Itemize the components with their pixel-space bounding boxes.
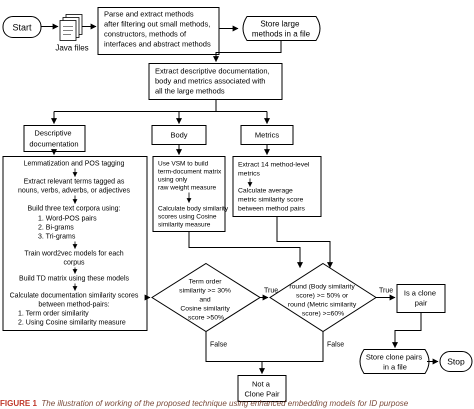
edge-clone-to-store [392, 312, 422, 349]
edge-decision1-false [205, 331, 265, 375]
edge-body-to-decision2 [188, 231, 303, 269]
metrics-header-text: Metrics [255, 131, 279, 140]
body-detail-text: Use VSM to build term-document matrix us… [158, 161, 230, 229]
figure-caption: FIGURE 1 The illustration of working of … [0, 398, 474, 409]
parse-methods-text: Parse and extract methods after filterin… [104, 10, 212, 49]
store-clone-pairs-text: Store clone pairs in a file [366, 353, 424, 372]
clone-pair-text: Is a clone pair [404, 289, 438, 308]
figure-caption-label: FIGURE 1 [0, 399, 37, 408]
edge-metrics-to-decision2 [276, 216, 333, 269]
doc-header-text: Descriptive documentation [29, 129, 78, 149]
decision-body-metric-similarity-text: round (Body similarity score) >= 50% or … [288, 284, 358, 318]
edge-label-false-2: False [327, 342, 344, 349]
decision-doc-similarity-text: Term order similarity >= 30% and Cosine … [179, 279, 233, 322]
edge-label-true-1: True [264, 288, 278, 295]
edge-store-to-extract [213, 40, 282, 63]
doc-detail-text: Lemmatization and POS tagging Extract re… [10, 161, 141, 327]
not-clone-pair-box [237, 375, 287, 402]
java-files-label: Java files [55, 44, 88, 53]
stop-label: Stop [447, 357, 465, 367]
store-large-methods-text: Store large methods in a file [252, 20, 311, 39]
edge-decision2-false [262, 331, 324, 362]
java-files-icon [59, 14, 83, 41]
stop-terminator [439, 351, 473, 372]
store-large-methods-shape [242, 16, 321, 41]
store-clone-pairs-shape [359, 349, 430, 374]
figure-caption-text: The illustration of working of the propo… [41, 399, 409, 408]
not-clone-pair-text: Not a Clone Pair [244, 380, 280, 399]
extract-text: Extract descriptive documentation, body … [155, 67, 272, 96]
metrics-detail-text: Extract 14 method-level metrics Calculat… [238, 162, 311, 213]
connectors [41, 23, 439, 375]
extract-box [148, 63, 283, 100]
parse-methods-box [97, 7, 220, 55]
clone-pair-box [396, 284, 446, 313]
start-label: Start [12, 23, 32, 33]
body-header-text: Body [170, 131, 187, 140]
edge-label-true-2: True [379, 288, 393, 295]
edge-label-false-1: False [210, 342, 227, 349]
